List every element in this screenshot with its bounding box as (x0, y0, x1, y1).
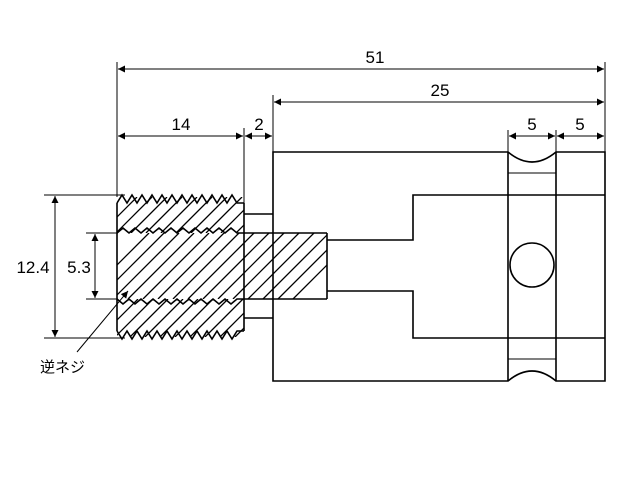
inner-thread-top (116, 226, 244, 235)
dim-inner-diameter: 5.3 (67, 258, 91, 277)
dim-socket-length: 25 (431, 81, 450, 100)
thread-hatch-top (117, 197, 244, 233)
socket-outline (272, 151, 606, 382)
threaded-stud (116, 193, 328, 341)
extension-lines (44, 62, 606, 339)
pin-hole (509, 242, 555, 288)
dim-groove-width-2: 5 (575, 115, 584, 134)
thread-crest-bottom (116, 329, 244, 341)
dim-overall-length: 51 (366, 48, 385, 67)
dim-gap: 2 (254, 115, 263, 134)
socket-body (272, 151, 606, 382)
callout-leader (76, 290, 129, 353)
dimension-lines (51, 65, 604, 337)
thread-crest-top (116, 193, 244, 205)
dimension-labels: 51 25 14 2 5 5 12.4 5.3 (16, 48, 584, 277)
dim-groove-width-1: 5 (527, 115, 536, 134)
dim-outer-diameter: 12.4 (16, 258, 49, 277)
inner-thread-bottom (116, 297, 244, 306)
reverse-thread-callout: 逆ネジ (40, 290, 129, 376)
bore-hatch (117, 233, 327, 299)
callout-label: 逆ネジ (40, 359, 85, 376)
square-drive-cavity (327, 194, 605, 241)
dim-thread-length: 14 (172, 115, 191, 134)
